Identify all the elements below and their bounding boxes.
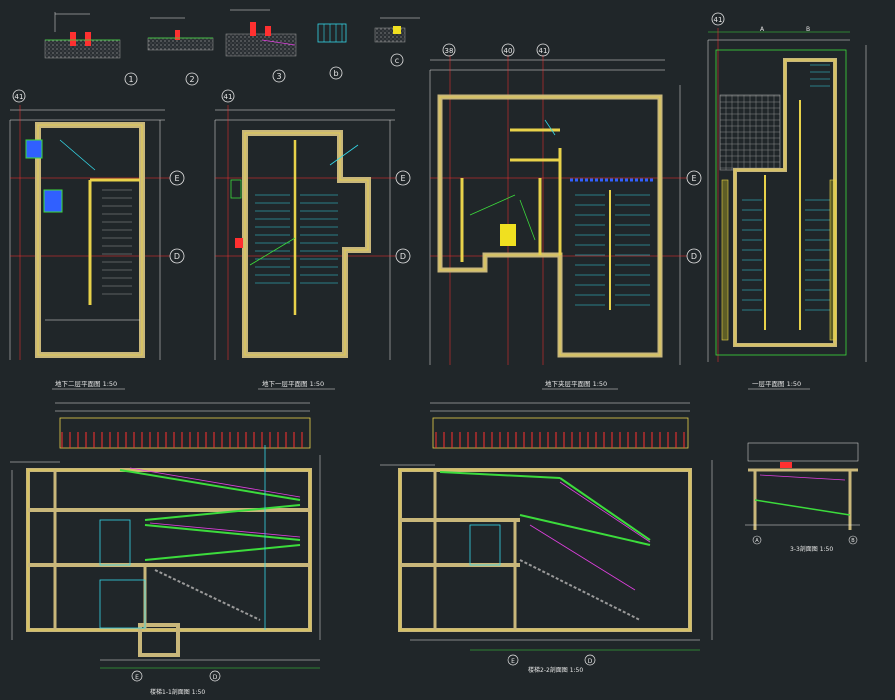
svg-text:E: E bbox=[135, 674, 139, 681]
svg-text:1: 1 bbox=[128, 75, 133, 84]
svg-text:E: E bbox=[691, 174, 696, 183]
sec1-title: 楼梯1-1剖面图 1:50 bbox=[150, 688, 205, 696]
svg-text:D: D bbox=[213, 674, 218, 681]
sec2-axis-d: D bbox=[584, 654, 596, 666]
svg-text:c: c bbox=[395, 56, 399, 65]
svg-text:D: D bbox=[691, 252, 697, 261]
sec3-axis-b: B bbox=[848, 535, 858, 545]
plan2-axis-41: 41 bbox=[221, 89, 235, 103]
detail-marker-3: 3 bbox=[272, 69, 286, 83]
plan3-axis-38: 38 bbox=[442, 43, 456, 57]
sec2-axis-e: E bbox=[507, 654, 519, 666]
section-1: E D 楼梯1-1剖面图 1:50 bbox=[10, 402, 321, 696]
plan3-axis-41: 41 bbox=[536, 43, 550, 57]
svg-text:41: 41 bbox=[714, 16, 723, 24]
sec1-axis-d: D bbox=[209, 670, 221, 682]
svg-text:D: D bbox=[400, 252, 406, 261]
sec2-title: 楼梯2-2剖面图 1:50 bbox=[528, 666, 583, 674]
sec3-axis-a: A bbox=[752, 535, 762, 545]
svg-text:B: B bbox=[851, 538, 855, 544]
plan4-axis-a: A bbox=[760, 26, 765, 33]
sec1-axis-e: E bbox=[131, 670, 143, 682]
svg-text:D: D bbox=[174, 252, 180, 261]
section-2: E D 楼梯2-2剖面图 1:50 bbox=[380, 402, 713, 674]
detail-1 bbox=[44, 12, 121, 59]
svg-text:41: 41 bbox=[539, 47, 548, 55]
plan3-axis-e: E bbox=[686, 170, 702, 186]
svg-text:E: E bbox=[511, 658, 515, 665]
sec3-title: 3-3剖面图 1:50 bbox=[790, 545, 833, 553]
svg-text:3: 3 bbox=[276, 72, 281, 81]
plan4-axis-b: B bbox=[806, 26, 810, 33]
plan1-axis-e: E bbox=[169, 170, 185, 186]
plan-mezzanine: 38 40 41 E D 地下夹层平面图 1:50 bbox=[429, 43, 702, 390]
svg-text:E: E bbox=[400, 174, 405, 183]
plan4-title: 一层平面图 1:50 bbox=[752, 380, 801, 388]
plan2-axis-e: E bbox=[395, 170, 411, 186]
plan2-axis-d: D bbox=[395, 248, 411, 264]
plan3-axis-d: D bbox=[686, 248, 702, 264]
detail-marker-c: c bbox=[390, 53, 404, 67]
detail-2 bbox=[147, 17, 214, 51]
plan-basement-2: 41 E D 地下二层平面图 1:50 bbox=[9, 89, 185, 390]
plan1-title: 地下二层平面图 1:50 bbox=[55, 379, 117, 388]
detail-marker-b: b bbox=[329, 66, 343, 80]
plan-ground-floor: 41 A B 一层平面图 1:50 bbox=[707, 12, 867, 390]
detail-marker-1: 1 bbox=[124, 72, 138, 86]
svg-text:38: 38 bbox=[445, 47, 454, 55]
svg-text:40: 40 bbox=[504, 47, 513, 55]
plan4-axis-41: 41 bbox=[711, 12, 725, 26]
detail-marker-2: 2 bbox=[185, 72, 199, 86]
plan3-axis-40: 40 bbox=[501, 43, 515, 57]
detail-strip: 1 2 3 b c bbox=[44, 9, 420, 86]
svg-text:41: 41 bbox=[15, 93, 24, 101]
plan1-axis-41: 41 bbox=[12, 89, 26, 103]
plan2-title: 地下一层平面图 1:50 bbox=[262, 379, 324, 388]
plan3-title: 地下夹层平面图 1:50 bbox=[545, 379, 607, 388]
svg-text:D: D bbox=[588, 658, 593, 665]
section-3: A B 3-3剖面图 1:50 bbox=[745, 442, 860, 553]
svg-text:A: A bbox=[755, 538, 759, 544]
svg-text:E: E bbox=[174, 174, 179, 183]
detail-b bbox=[317, 23, 347, 43]
svg-text:b: b bbox=[333, 69, 338, 78]
plan-basement-1: 41 E D 地下一层平面图 1:50 bbox=[214, 89, 411, 390]
svg-text:2: 2 bbox=[189, 75, 194, 84]
svg-text:41: 41 bbox=[224, 93, 233, 101]
detail-3 bbox=[225, 9, 297, 57]
detail-c bbox=[374, 17, 420, 43]
plan1-axis-d: D bbox=[169, 248, 185, 264]
